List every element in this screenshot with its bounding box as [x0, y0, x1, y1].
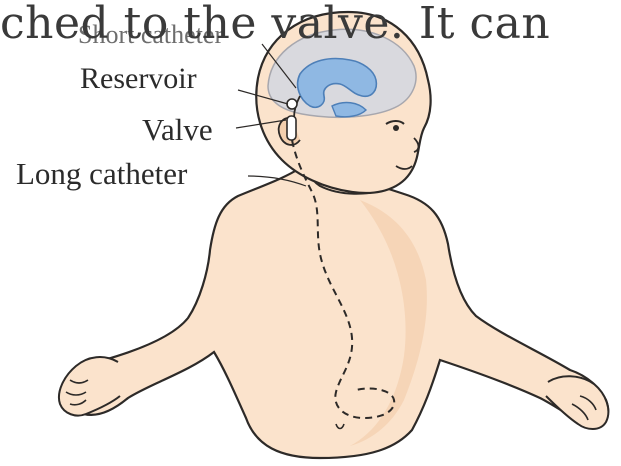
eye-pupil — [393, 125, 399, 131]
label-valve: Valve — [142, 114, 213, 145]
reservoir-shape — [287, 99, 297, 109]
torso — [65, 168, 608, 458]
right-hand — [546, 376, 608, 429]
overlay-caption-text: ched to the valve. It can — [0, 2, 550, 46]
label-reservoir: Reservoir — [80, 64, 197, 94]
label-long-catheter: Long catheter — [16, 158, 187, 189]
valve-shape — [287, 116, 296, 140]
